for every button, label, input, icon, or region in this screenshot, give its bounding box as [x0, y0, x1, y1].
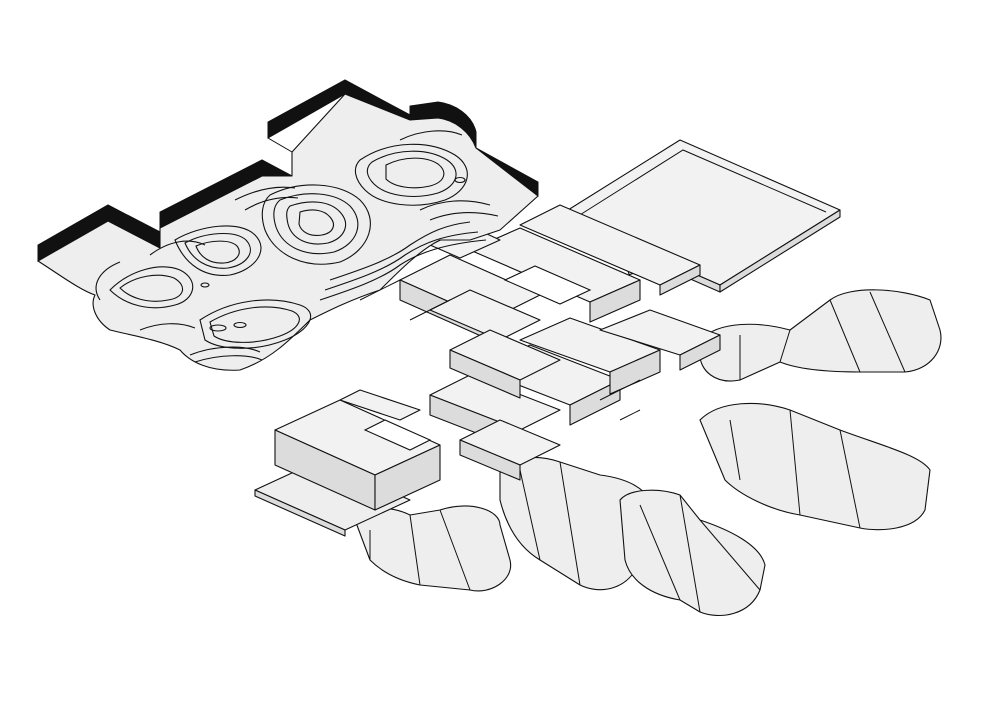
- contour-ring: [261, 184, 371, 265]
- contour-ring: [286, 201, 347, 245]
- lobe-crease: [729, 409, 861, 529]
- ground-lobe: [354, 505, 512, 592]
- contour-line: [399, 130, 463, 141]
- contour-line: [194, 355, 263, 363]
- roof-opening: [363, 419, 432, 451]
- ground-lobe: [699, 289, 942, 382]
- volume-side: [609, 349, 661, 395]
- contour-ring: [109, 266, 194, 309]
- contour-line: [95, 261, 121, 301]
- contour-ring: [385, 157, 445, 189]
- contour-ring: [119, 274, 184, 302]
- contour-lines: [95, 130, 499, 363]
- contour-spot: [200, 282, 210, 288]
- lobe-crease: [519, 461, 581, 586]
- contour-line: [329, 221, 471, 281]
- contour-ring: [298, 209, 334, 236]
- contour-line: [189, 346, 261, 356]
- lobe-crease: [739, 291, 906, 380]
- contour-ring: [209, 306, 300, 343]
- volume-side: [459, 439, 521, 481]
- contour-line: [324, 231, 479, 291]
- contour-ring: [195, 240, 240, 264]
- contour-ring: [366, 150, 457, 197]
- volume-side: [569, 379, 621, 426]
- contour-line: [234, 186, 296, 201]
- contour-ring: [184, 232, 251, 269]
- volume-side: [679, 334, 721, 371]
- volume-top: [339, 389, 421, 421]
- base-plate-edge: [254, 489, 346, 537]
- volume-top: [429, 289, 541, 341]
- roof-slab: [519, 139, 841, 296]
- contour-ring: [199, 299, 312, 349]
- contour-line: [149, 240, 206, 256]
- ceiling-plane: [37, 93, 539, 371]
- courtyard-void: [503, 265, 592, 305]
- contour-line: [419, 200, 491, 211]
- ground-lobe: [619, 489, 766, 616]
- building-volumes: [254, 225, 721, 537]
- slab-edge: [719, 209, 841, 293]
- volume-side: [374, 444, 441, 511]
- lobe-crease: [369, 509, 471, 591]
- topographic-ceiling: [37, 79, 539, 371]
- ground-lobe: [699, 402, 931, 531]
- contour-ring: [354, 143, 468, 206]
- ceiling-black-band: [37, 79, 539, 262]
- contour-ring: [174, 225, 262, 276]
- contour-line: [244, 196, 299, 211]
- contour-line: [139, 323, 196, 331]
- volume-side: [449, 349, 521, 399]
- contour-spot: [233, 321, 247, 329]
- contour-ring: [273, 193, 359, 255]
- support-beam-side: [659, 264, 701, 296]
- contour-spot: [209, 324, 227, 332]
- contour-line: [429, 212, 499, 221]
- lobe-crease: [639, 494, 761, 613]
- lobed-plates-lower: [354, 289, 942, 616]
- contour-line: [319, 239, 487, 301]
- volume-side: [589, 279, 641, 323]
- slab-inner-edge: [574, 149, 827, 219]
- contour-spot: [454, 176, 466, 184]
